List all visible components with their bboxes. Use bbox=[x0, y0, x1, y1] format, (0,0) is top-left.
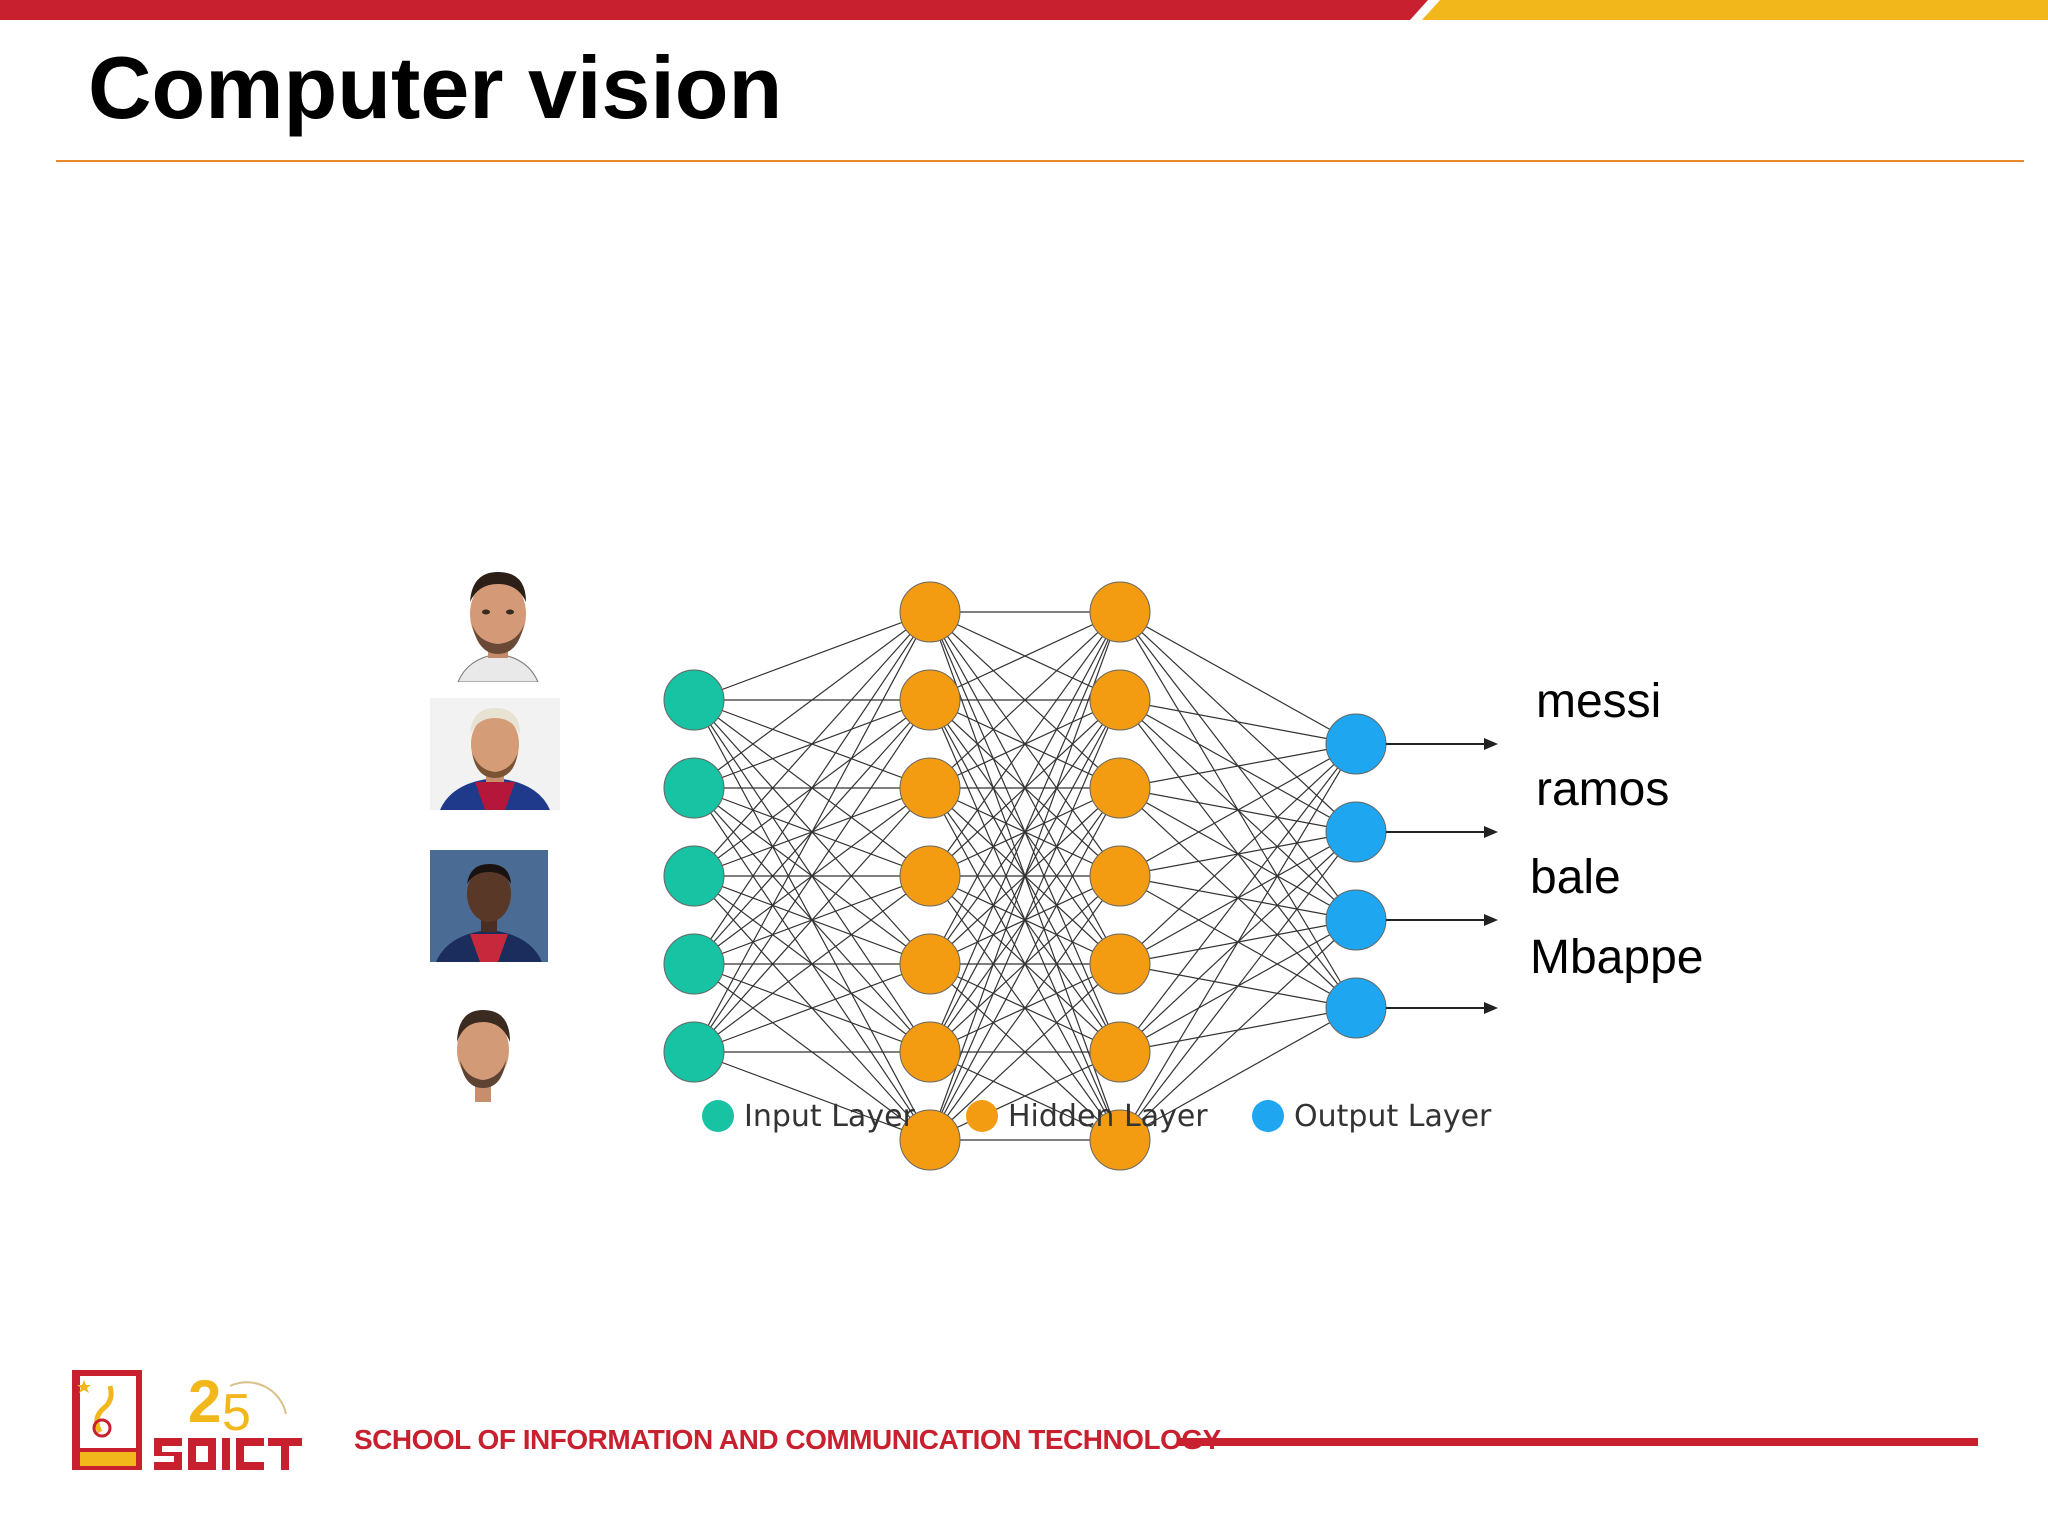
output-layer-dot-icon bbox=[1252, 1100, 1284, 1132]
network-nodes bbox=[663, 581, 1387, 1171]
network-edge bbox=[693, 963, 931, 1053]
output-node bbox=[1325, 977, 1387, 1039]
top-color-band bbox=[0, 0, 2048, 20]
network-edge bbox=[693, 611, 931, 965]
network-edge bbox=[693, 787, 931, 1053]
output-label-ramos: ramos bbox=[1536, 763, 1670, 816]
network-edge bbox=[693, 699, 931, 1053]
arrow-head-icon bbox=[1484, 738, 1498, 750]
network-edge bbox=[929, 611, 1121, 789]
svg-text:2: 2 bbox=[188, 1368, 221, 1435]
top-band-yellow bbox=[1422, 0, 2048, 20]
footer-rule bbox=[1178, 1438, 1978, 1446]
network-edge bbox=[929, 699, 1121, 1141]
network-edge bbox=[1119, 699, 1357, 745]
arrow-head-icon bbox=[1484, 1002, 1498, 1014]
network-edge bbox=[693, 611, 931, 877]
network-edge bbox=[1119, 743, 1357, 789]
network-edge bbox=[929, 963, 1121, 1141]
network-edge bbox=[1119, 743, 1357, 877]
legend-input: Input Layer bbox=[702, 1096, 915, 1136]
network-edge bbox=[1119, 919, 1357, 1141]
output-label-bale: bale bbox=[1530, 851, 1621, 904]
hidden-node bbox=[899, 933, 961, 995]
hidden-node bbox=[1089, 1021, 1151, 1083]
legend-output-text: Output Layer bbox=[1294, 1098, 1492, 1134]
network-edge bbox=[1119, 831, 1357, 1141]
hidden-node bbox=[899, 1021, 961, 1083]
ramos-photo bbox=[452, 1006, 514, 1102]
input-node bbox=[663, 1021, 725, 1083]
title-underline bbox=[56, 160, 2024, 162]
network-edge bbox=[693, 611, 931, 701]
network-edge bbox=[693, 611, 931, 1053]
mbappe-photo bbox=[430, 850, 548, 962]
network-edge bbox=[929, 611, 1121, 1141]
footer-school-name: SCHOOL OF INFORMATION AND COMMUNICATION … bbox=[354, 1424, 1221, 1455]
hidden-node bbox=[899, 1109, 961, 1171]
arrow-head-icon bbox=[1484, 914, 1498, 926]
network-edge bbox=[1119, 743, 1357, 965]
top-band-red bbox=[0, 0, 1428, 20]
hidden-node bbox=[1089, 757, 1151, 819]
input-node bbox=[663, 669, 725, 731]
network-edge bbox=[929, 611, 1121, 877]
network-edge bbox=[1119, 743, 1357, 1141]
network-edge bbox=[1119, 611, 1357, 745]
output-arrows bbox=[1386, 738, 1498, 1014]
input-node bbox=[663, 933, 725, 995]
network-edge bbox=[1119, 1007, 1357, 1141]
slide-title: Computer vision bbox=[88, 38, 783, 137]
messi-photo bbox=[430, 698, 560, 810]
bale-photo bbox=[438, 562, 558, 682]
network-edge bbox=[693, 1051, 931, 1141]
legend-output: Output Layer bbox=[1252, 1096, 1491, 1136]
network-edge bbox=[929, 1051, 1121, 1141]
hidden-node bbox=[899, 581, 961, 643]
input-node bbox=[663, 845, 725, 907]
soict-25-years-logo-icon: 2 5 bbox=[72, 1368, 336, 1470]
output-node bbox=[1325, 801, 1387, 863]
network-edge bbox=[1119, 743, 1357, 1053]
hidden-node bbox=[1089, 845, 1151, 907]
network-edge bbox=[929, 611, 1121, 965]
hidden-node bbox=[1089, 1109, 1151, 1171]
network-edge bbox=[929, 875, 1121, 1141]
network-edges bbox=[693, 611, 1357, 1141]
output-label-messi: messi bbox=[1536, 675, 1662, 728]
network-edge bbox=[929, 787, 1121, 1141]
legend-hidden: Hidden Layer bbox=[966, 1096, 1208, 1136]
hidden-layer-dot-icon bbox=[966, 1100, 998, 1132]
output-node bbox=[1325, 713, 1387, 775]
input-layer-dot-icon bbox=[702, 1100, 734, 1132]
hidden-node bbox=[899, 845, 961, 907]
output-node bbox=[1325, 889, 1387, 951]
legend-input-text: Input Layer bbox=[744, 1098, 915, 1134]
hidden-node bbox=[1089, 669, 1151, 731]
arrow-head-icon bbox=[1484, 826, 1498, 838]
network-edge bbox=[929, 611, 1121, 701]
network-edge bbox=[693, 875, 931, 1053]
input-node bbox=[663, 757, 725, 819]
network-edge bbox=[693, 611, 931, 789]
output-label-mbappe: Mbappe bbox=[1530, 931, 1704, 984]
hidden-node bbox=[899, 757, 961, 819]
hidden-node bbox=[1089, 581, 1151, 643]
hidden-node bbox=[1089, 933, 1151, 995]
network-edge bbox=[929, 611, 1121, 1053]
legend-hidden-text: Hidden Layer bbox=[1008, 1098, 1208, 1134]
svg-text:5: 5 bbox=[222, 1384, 251, 1442]
hidden-node bbox=[899, 669, 961, 731]
